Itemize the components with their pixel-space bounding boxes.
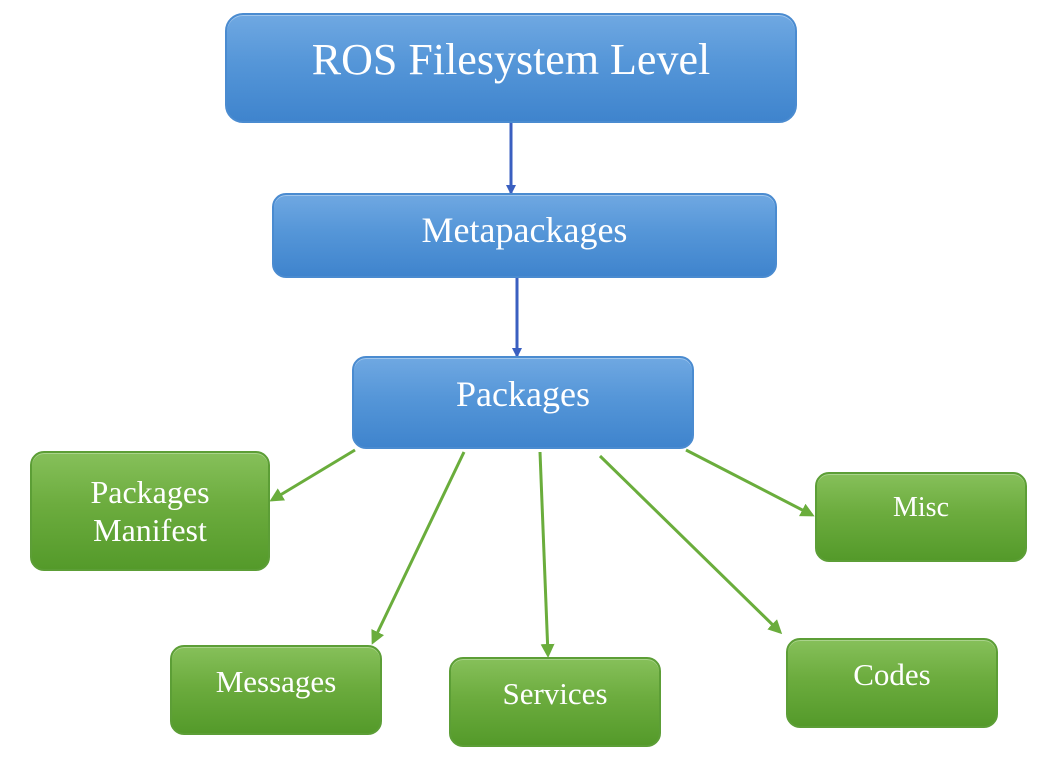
node-label-line1: Packages bbox=[90, 473, 210, 510]
node-label: Messages bbox=[215, 664, 337, 700]
node-label: Services bbox=[502, 676, 608, 712]
node-label: Codes bbox=[853, 657, 931, 693]
node-ros-filesystem-level: ROS Filesystem Level bbox=[225, 13, 797, 123]
node-label: Metapackages bbox=[421, 209, 628, 250]
node-packages-manifest: Packages Manifest bbox=[30, 451, 270, 571]
arrow-packages-to-misc bbox=[685, 448, 815, 517]
node-services: Services bbox=[449, 657, 661, 747]
node-codes: Codes bbox=[786, 638, 998, 728]
arrow-packages-to-codes bbox=[598, 454, 783, 635]
arrow-packages-to-manifest bbox=[269, 448, 356, 502]
node-label: Misc bbox=[893, 492, 949, 524]
node-label: Packages bbox=[456, 373, 590, 414]
arrow-packages-to-services bbox=[538, 451, 555, 658]
node-label-line2: Manifest bbox=[93, 512, 207, 548]
node-packages: Packages bbox=[352, 356, 694, 449]
arrow-packages-to-messages bbox=[371, 451, 466, 645]
node-misc: Misc bbox=[815, 472, 1027, 562]
node-metapackages: Metapackages bbox=[272, 193, 777, 278]
node-label: ROS Filesystem Level bbox=[311, 34, 711, 84]
node-messages: Messages bbox=[170, 645, 382, 735]
